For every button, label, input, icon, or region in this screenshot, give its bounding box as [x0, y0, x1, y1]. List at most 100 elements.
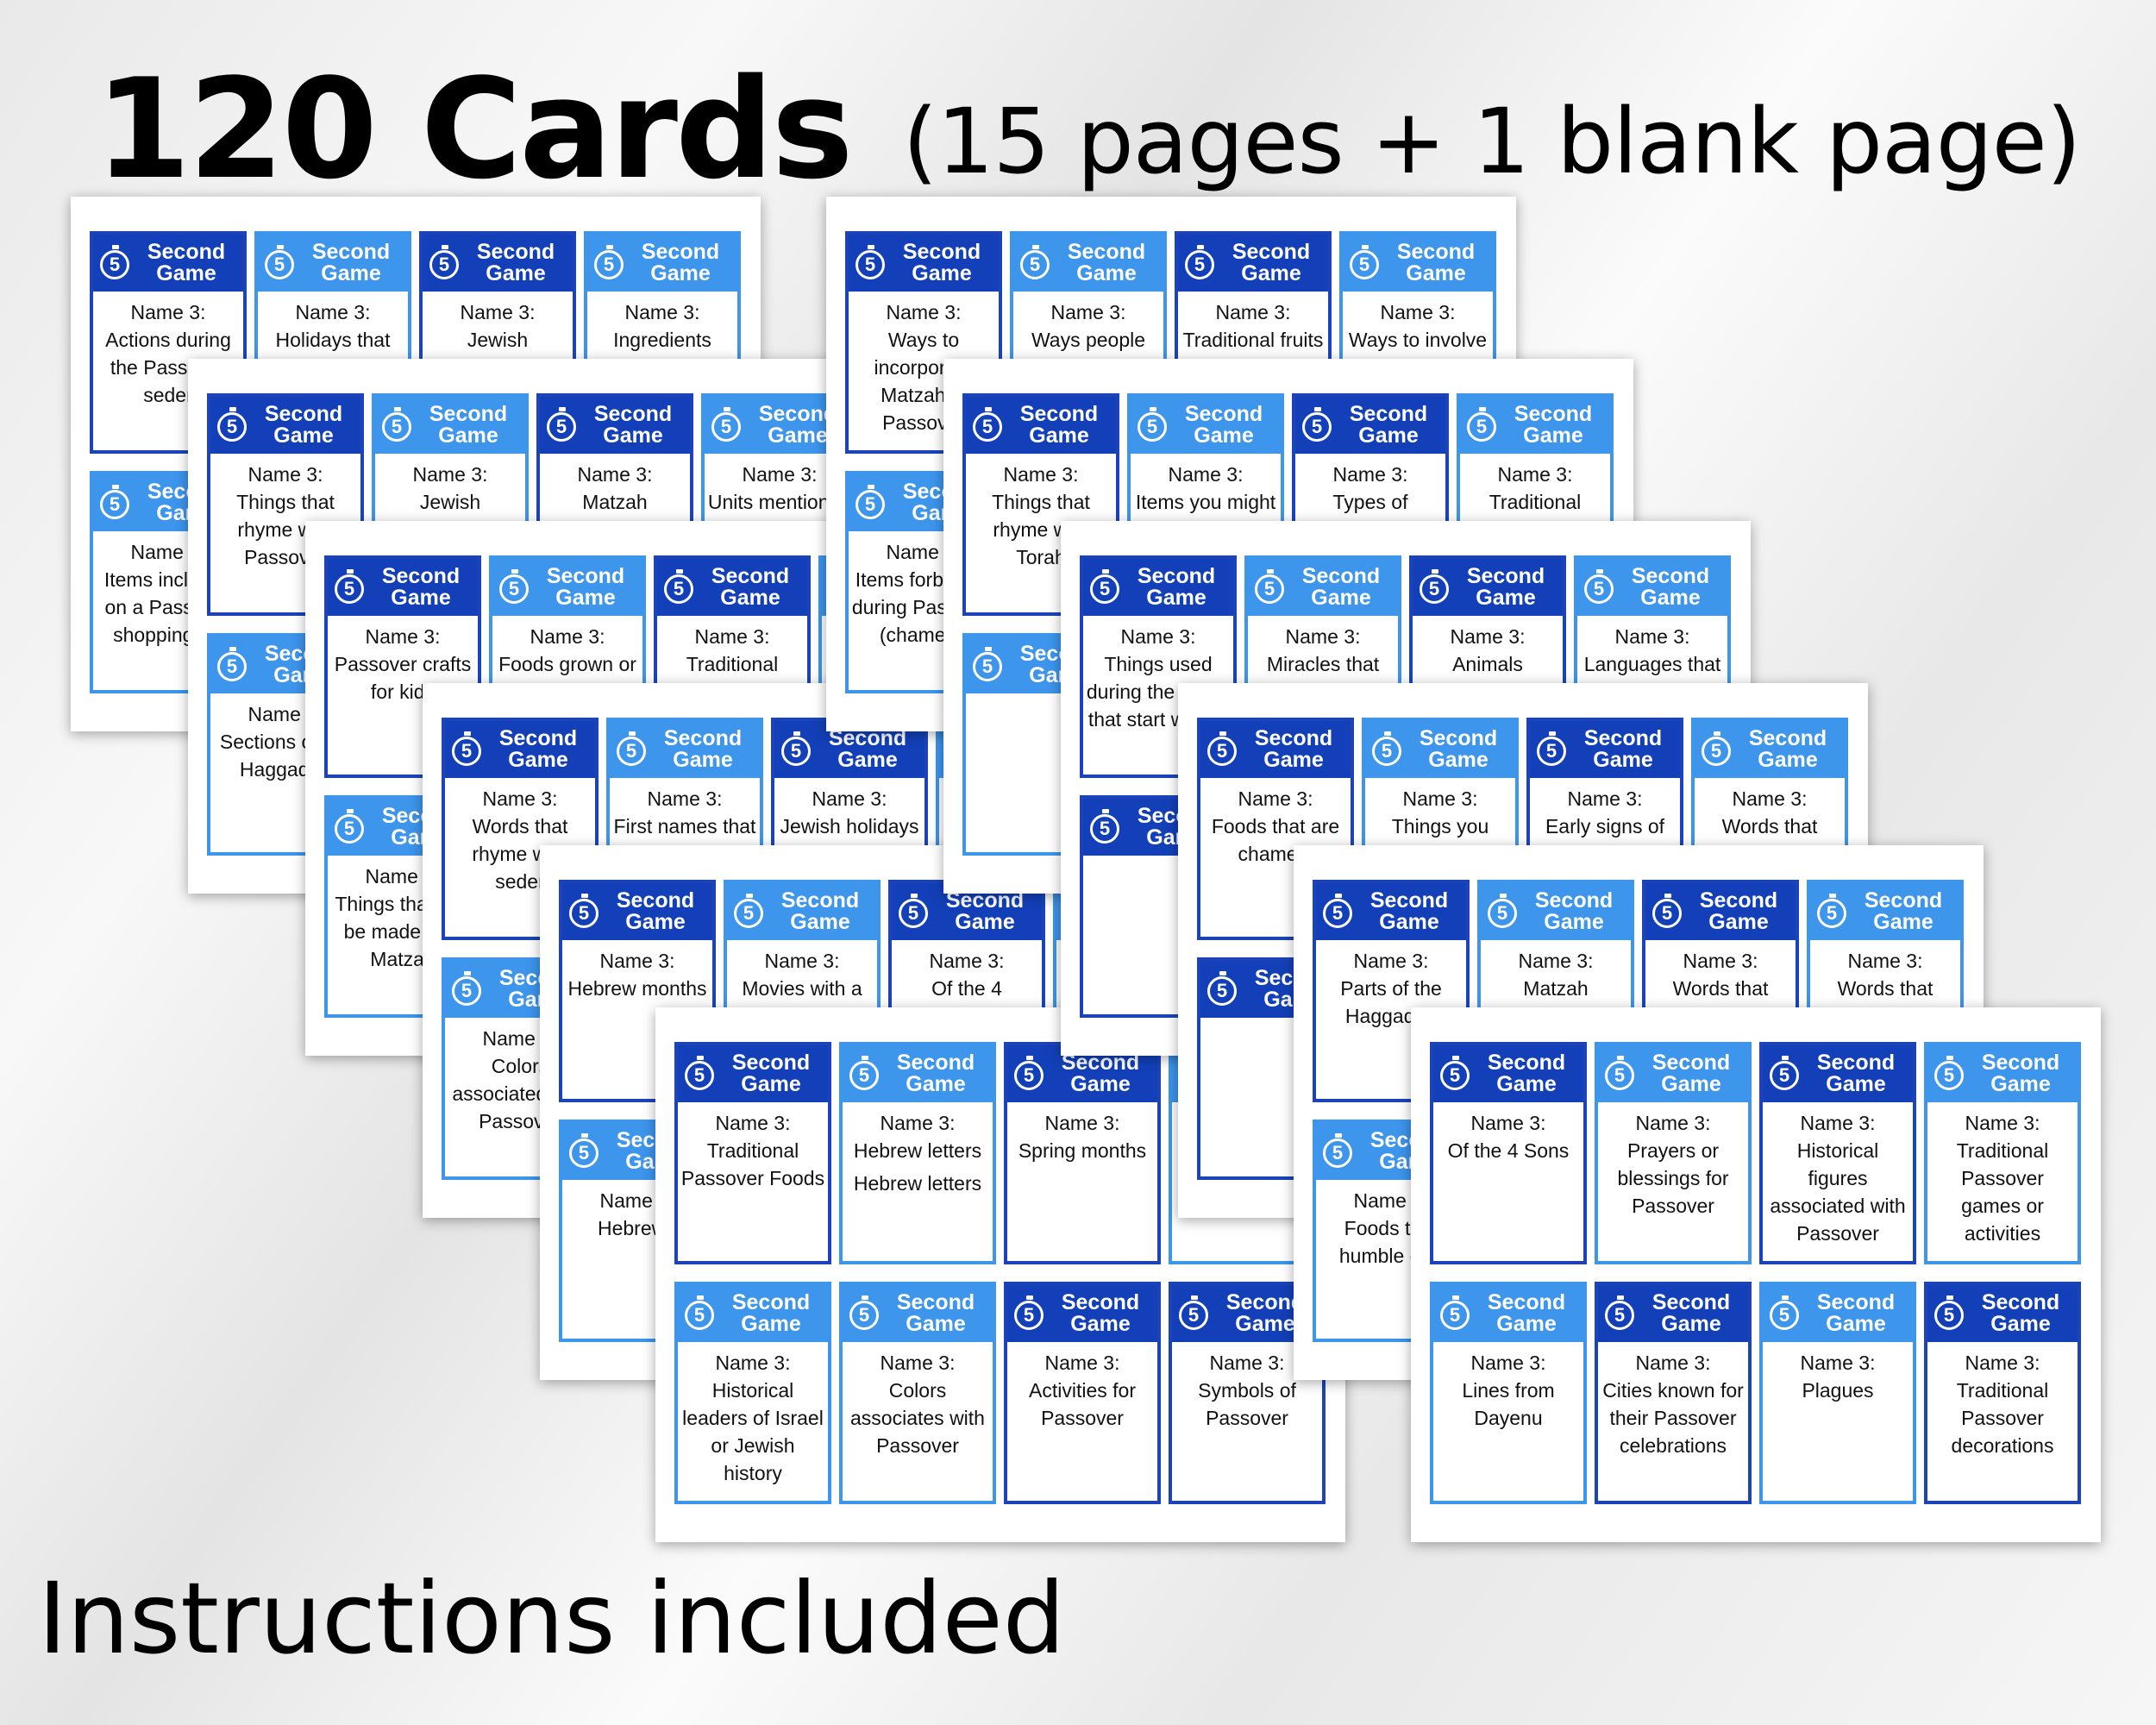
card-body: Name 3:Of the 4 Sons: [1433, 1102, 1583, 1164]
stopwatch-icon: 5: [217, 407, 247, 442]
card-prompt: Name 3:: [812, 787, 887, 810]
stopwatch-icon: 5: [856, 245, 885, 279]
card-body: Name 3:Hebrew months: [562, 940, 712, 1002]
card-topic: Actions during the Passover seder: [105, 329, 231, 406]
card-body: Name 3:Traditional Passover games or act…: [1927, 1102, 2078, 1247]
stopwatch-icon: 5: [711, 407, 741, 442]
card-body: Name 3:Historical leaders of Israel or J…: [678, 1342, 828, 1487]
stopwatch-icon: 5: [1605, 1056, 1634, 1090]
brand-line-game: Game: [156, 261, 216, 285]
card-prompt: Name 3:: [886, 301, 962, 323]
brand-line-game: Game: [906, 1312, 966, 1336]
brand-line-second: Second: [1748, 726, 1827, 750]
card-body: Name 3:Actions during the Passover seder: [93, 292, 243, 409]
brand-line-second: Second: [902, 240, 981, 264]
stopwatch-icon: 5: [1255, 569, 1284, 604]
brand-line-second: Second: [311, 240, 391, 264]
card-prompt: Name 3:: [295, 301, 371, 323]
card-prompt: Name 3:: [1353, 950, 1429, 972]
stopwatch-icon: 5: [1207, 731, 1237, 766]
brand-line-game: Game: [1544, 910, 1604, 934]
brand-line-game: Game: [1476, 586, 1536, 610]
brand-line-game: Game: [1070, 1312, 1131, 1336]
card-prompt: Name 3:: [742, 463, 818, 486]
card-prompt: Name 3:: [1567, 787, 1643, 810]
brand-line-second: Second: [780, 888, 860, 913]
card-prompt: Name 3:: [1209, 1352, 1285, 1374]
brand-line-second: Second: [1301, 564, 1381, 588]
brand-line-second: Second: [1583, 726, 1663, 750]
card-prompt: Name 3:: [412, 463, 488, 486]
brand-line-second: Second: [1514, 402, 1593, 426]
card-prompt: Name 3:: [1380, 301, 1456, 323]
card-prompt: Name 3:: [482, 787, 558, 810]
heading: 120 Cards (15 pages + 1 blank page): [95, 34, 2081, 198]
card-prompt: Name 3:: [1965, 1352, 2040, 1374]
brand-line-game: Game: [1873, 910, 1934, 934]
card-prompt: Name 3:: [1120, 625, 1196, 648]
card-topic: Of the 4 Sons: [1447, 1139, 1570, 1162]
brand-line-second: Second: [1349, 402, 1428, 426]
card-prompt: Name 3:: [1800, 1112, 1876, 1134]
card-topic: Traditional Passover games or activities: [1956, 1139, 2049, 1245]
brand-line-second: Second: [1232, 240, 1311, 264]
brand-line-second: Second: [641, 240, 720, 264]
card-prompt: Name 3:: [764, 950, 840, 972]
brand-line-second: Second: [1061, 1290, 1140, 1314]
stopwatch-icon: 5: [1323, 894, 1352, 928]
card-prompt: Name 3:: [599, 950, 675, 972]
brand-line-game: Game: [650, 261, 711, 285]
brand-line-game: Game: [720, 586, 780, 610]
brand-line-game: Game: [486, 261, 546, 285]
card-prompt: Name 3:: [624, 301, 700, 323]
stopwatch-icon: 5: [265, 245, 294, 279]
brand-line-second: Second: [1816, 1051, 1896, 1075]
brand-line-game: Game: [625, 910, 686, 934]
brand-line-game: Game: [1990, 1072, 2051, 1096]
brand-line-game: Game: [741, 1312, 801, 1336]
brand-line-game: Game: [1311, 586, 1371, 610]
brand-line-second: Second: [1981, 1051, 2060, 1075]
stopwatch-icon: 5: [617, 731, 646, 766]
stopwatch-icon: 5: [973, 407, 1002, 442]
card-prompt: Name 3:: [880, 1352, 956, 1374]
brand-line-game: Game: [1263, 748, 1324, 772]
brand-line-game: Game: [912, 261, 972, 285]
card-topic: Traditional Passover decorations: [1951, 1379, 2054, 1457]
card-body: Name 3:Ways to involve: [1343, 292, 1493, 354]
brand-line-second: Second: [1487, 1290, 1566, 1314]
stopwatch-icon: 5: [1488, 894, 1517, 928]
